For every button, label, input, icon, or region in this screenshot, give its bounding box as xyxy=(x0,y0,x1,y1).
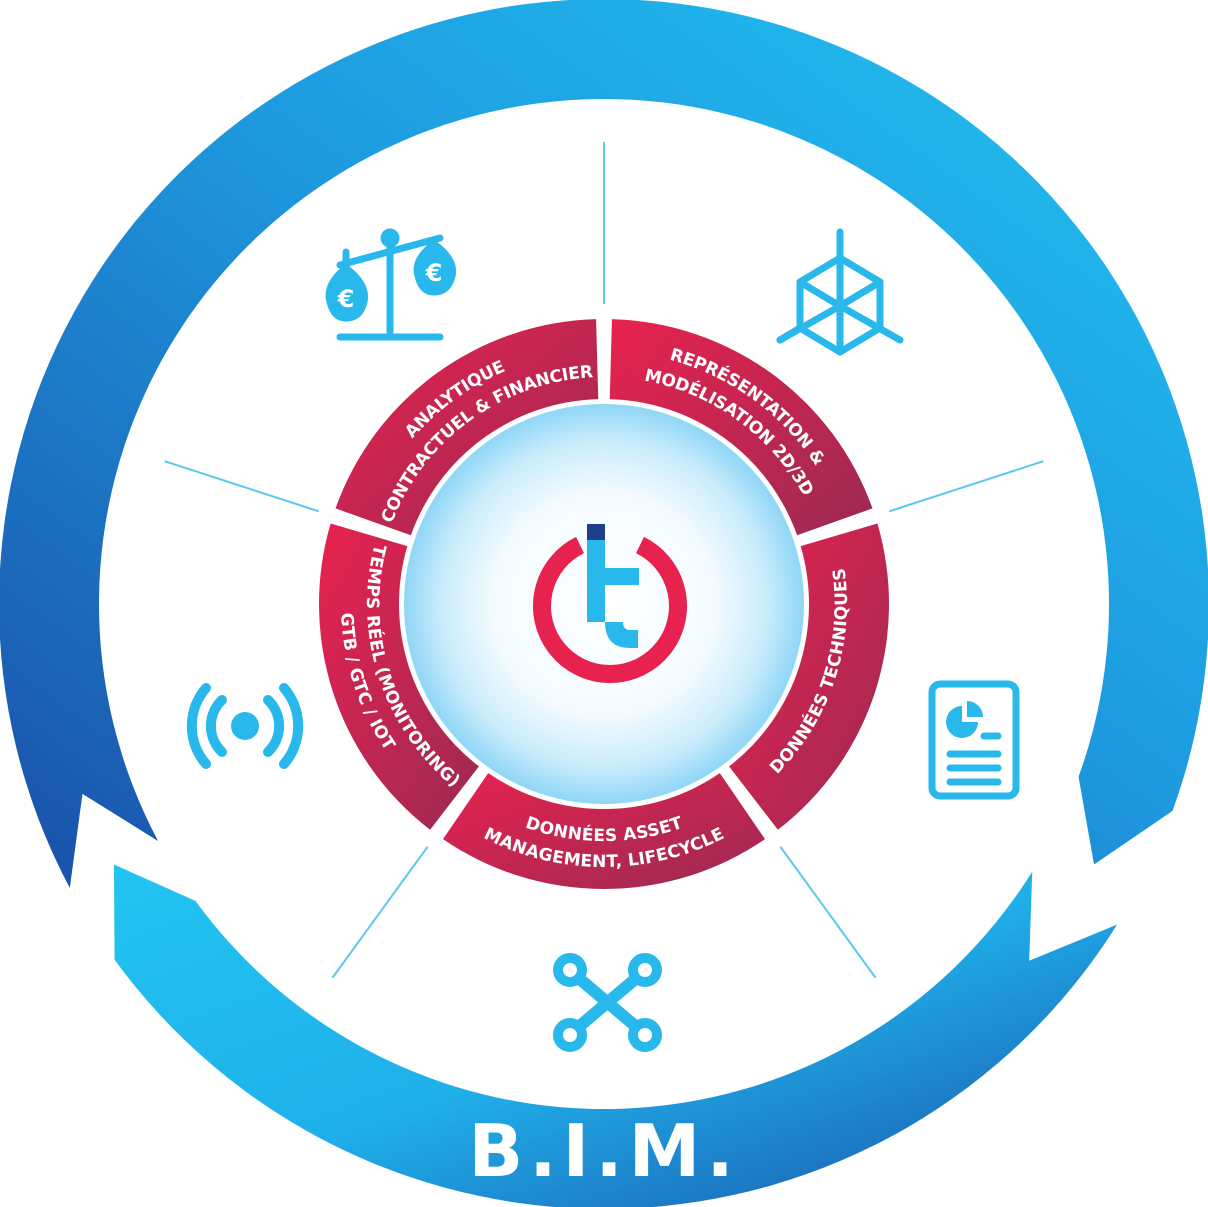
divider-line xyxy=(164,460,319,513)
divider-line xyxy=(889,460,1044,513)
svg-text:€: € xyxy=(425,259,443,287)
segment-temps-reel[interactable] xyxy=(319,523,479,830)
outer-ring-top-arc xyxy=(0,0,1208,889)
segment-asset[interactable] xyxy=(442,773,766,889)
wrench-tools-icon xyxy=(553,953,662,1052)
svg-text:€: € xyxy=(337,285,355,313)
segment-representation[interactable] xyxy=(609,319,873,536)
ring-title-bottom: B.I.M. xyxy=(468,1109,739,1193)
brand-t-logo-icon xyxy=(533,524,687,684)
scale-euro-icon: € € xyxy=(325,228,457,341)
divider-line xyxy=(779,846,877,979)
divider-lines xyxy=(164,142,1044,979)
segment-analytique[interactable] xyxy=(335,319,599,536)
divider-line xyxy=(331,846,429,979)
document-chart-icon xyxy=(928,680,1020,800)
segment-donnees-techniques[interactable] xyxy=(729,523,889,830)
broadcast-signal-icon xyxy=(186,683,304,769)
cube-3d-icon xyxy=(776,228,904,356)
outer-ring-bottom-arc xyxy=(113,864,1118,1207)
